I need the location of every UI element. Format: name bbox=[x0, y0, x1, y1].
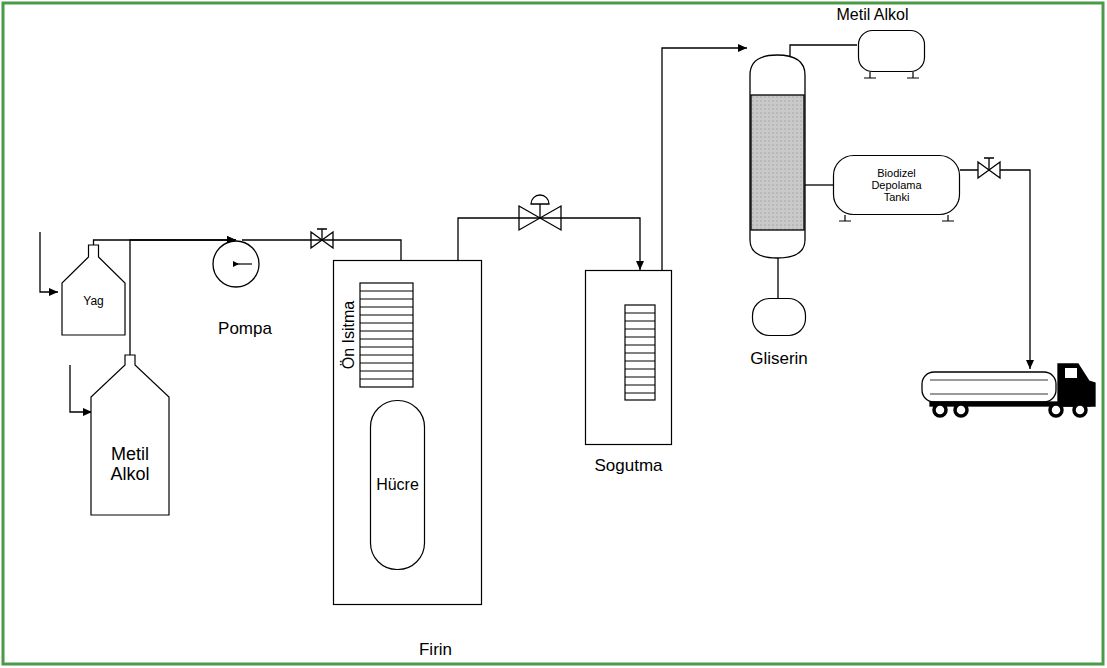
valve-symbol-part bbox=[984, 158, 994, 170]
process-line-part bbox=[790, 45, 857, 57]
methanol-tank-outline-part bbox=[864, 72, 919, 78]
preheater-coil: Ön Isitma bbox=[341, 283, 413, 387]
pump-symbol-outline-part bbox=[233, 261, 239, 267]
node-label: Firin bbox=[419, 641, 452, 660]
flow-connector bbox=[94, 240, 237, 245]
feed-line-part bbox=[40, 232, 58, 292]
cooler-box-outline bbox=[585, 270, 672, 445]
tanker-truck-part bbox=[930, 380, 1048, 394]
frame-border bbox=[3, 3, 1103, 664]
reactor-cell: Hücre bbox=[370, 400, 425, 570]
tanker-truck-part bbox=[1058, 364, 1095, 406]
node-label: Metil Alkol bbox=[91, 445, 169, 485]
tanker-truck bbox=[922, 364, 1095, 416]
tanker-truck-part bbox=[1050, 404, 1062, 416]
reactor-cell-outline-part bbox=[371, 401, 425, 570]
tanker-truck-part bbox=[934, 404, 946, 416]
separation-column-part bbox=[750, 55, 805, 258]
node-label: Ön Isitma bbox=[340, 301, 358, 369]
tanker-truck-part bbox=[955, 404, 967, 416]
tanker-truck-part bbox=[1074, 404, 1086, 416]
tanker-truck-part bbox=[1065, 368, 1077, 378]
furnace-box-outline-part bbox=[334, 261, 482, 605]
node-label: Pompa bbox=[218, 320, 272, 339]
tanker-truck-part bbox=[922, 372, 1056, 402]
oil-bottle-outline-part bbox=[62, 245, 125, 335]
cooler-box-outline-part bbox=[586, 271, 672, 445]
valve-symbol bbox=[519, 195, 561, 230]
glycerin-tank-outline-part bbox=[753, 299, 806, 336]
biodiesel-tank-outline-part bbox=[834, 156, 960, 215]
process-line-part bbox=[960, 170, 1030, 369]
separation-column bbox=[750, 55, 805, 258]
node-label: Hücre bbox=[376, 476, 419, 494]
methanol-bottle-outline bbox=[91, 355, 169, 515]
cooler-box-outline-part bbox=[625, 313, 655, 393]
process-line bbox=[640, 45, 1030, 400]
node-label: Gliserin bbox=[750, 350, 808, 369]
process-line-part bbox=[777, 258, 778, 298]
cooler-box: Sogutma bbox=[585, 270, 672, 445]
valve-symbol bbox=[978, 158, 1000, 178]
oil-bottle: Yag bbox=[62, 245, 125, 335]
glycerin-tank: Gliserin bbox=[752, 298, 806, 336]
node-label: Yag bbox=[83, 295, 103, 308]
cooler-box-outline-part bbox=[625, 305, 655, 400]
valve-symbol bbox=[311, 229, 333, 248]
furnace-box: FirinÖn IsitmaHücre bbox=[333, 260, 482, 605]
methanol-bottle-outline-part bbox=[91, 355, 169, 515]
feed-line-part bbox=[70, 365, 92, 412]
biodiesel-tank: Biodizel Depolama Tanki bbox=[833, 155, 960, 215]
pump-symbol: Pompa bbox=[212, 240, 260, 288]
separation-column-part bbox=[751, 95, 804, 230]
valve-symbol-part bbox=[317, 229, 327, 240]
node-label: Metil Alkol bbox=[836, 6, 908, 24]
biodiesel-tank-outline-part bbox=[839, 215, 954, 221]
preheater-coil-outline-part bbox=[360, 283, 413, 387]
process-line-part bbox=[805, 184, 833, 185]
valve-symbol-part bbox=[531, 195, 549, 204]
node-label: Sogutma bbox=[594, 457, 662, 476]
pump-symbol-outline-part bbox=[213, 241, 259, 287]
preheater-coil-outline-part bbox=[360, 291, 413, 379]
methanol-bottle: Metil Alkol bbox=[91, 355, 169, 515]
node-label: Biodizel Depolama Tanki bbox=[866, 167, 928, 203]
oil-bottle-outline bbox=[62, 245, 125, 335]
pump-symbol-outline bbox=[212, 240, 260, 288]
glycerin-tank-outline bbox=[752, 298, 806, 336]
methanol-tank-outline-part bbox=[859, 31, 925, 72]
methanol-tank: Metil Alkol bbox=[858, 30, 925, 72]
valve-symbol-part bbox=[539, 204, 540, 218]
methanol-tank-outline bbox=[858, 30, 925, 72]
